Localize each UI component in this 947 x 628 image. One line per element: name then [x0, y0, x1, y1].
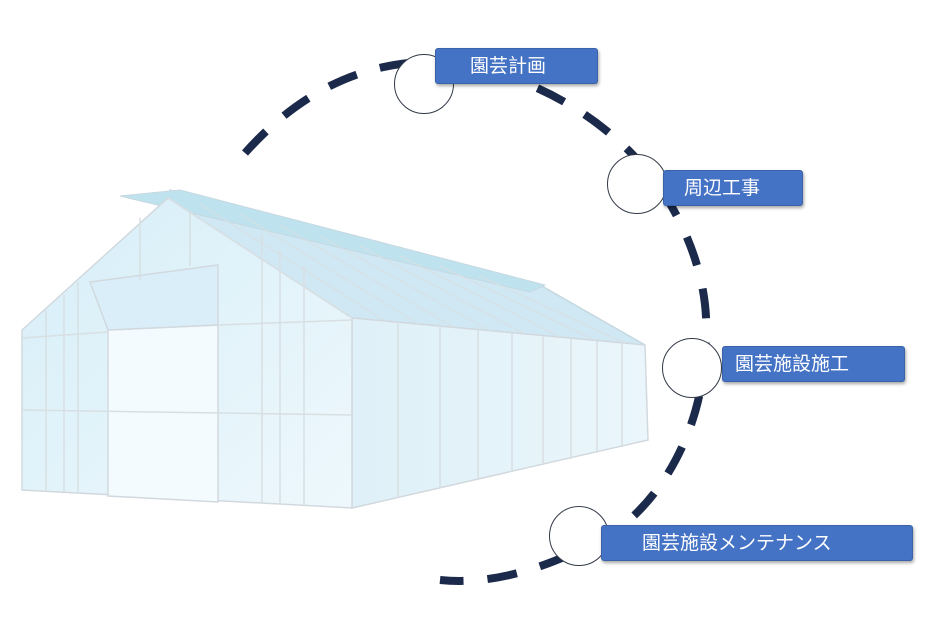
- step-label-text: 周辺工事: [684, 177, 761, 199]
- step-label-text: 園芸施設施工: [735, 353, 850, 375]
- step-label-text: 園芸計画: [470, 55, 547, 77]
- step-label-1: 園芸計画: [435, 48, 598, 84]
- step-node-3: [662, 338, 722, 398]
- step-label-2: 周辺工事: [663, 170, 803, 206]
- roof-rafters: [199, 203, 626, 344]
- step-node-4: [549, 506, 609, 566]
- step-label-4: 園芸施設メンテナンス: [601, 525, 913, 561]
- greenhouse-illustration: [21, 189, 649, 509]
- step-label-text: 園芸施設メンテナンス: [642, 532, 832, 554]
- step-label-3: 園芸施設施工: [722, 346, 905, 382]
- step-node-2: [607, 154, 667, 214]
- greenhouse-side-wall: [351, 317, 649, 509]
- greenhouse-door: [107, 324, 219, 503]
